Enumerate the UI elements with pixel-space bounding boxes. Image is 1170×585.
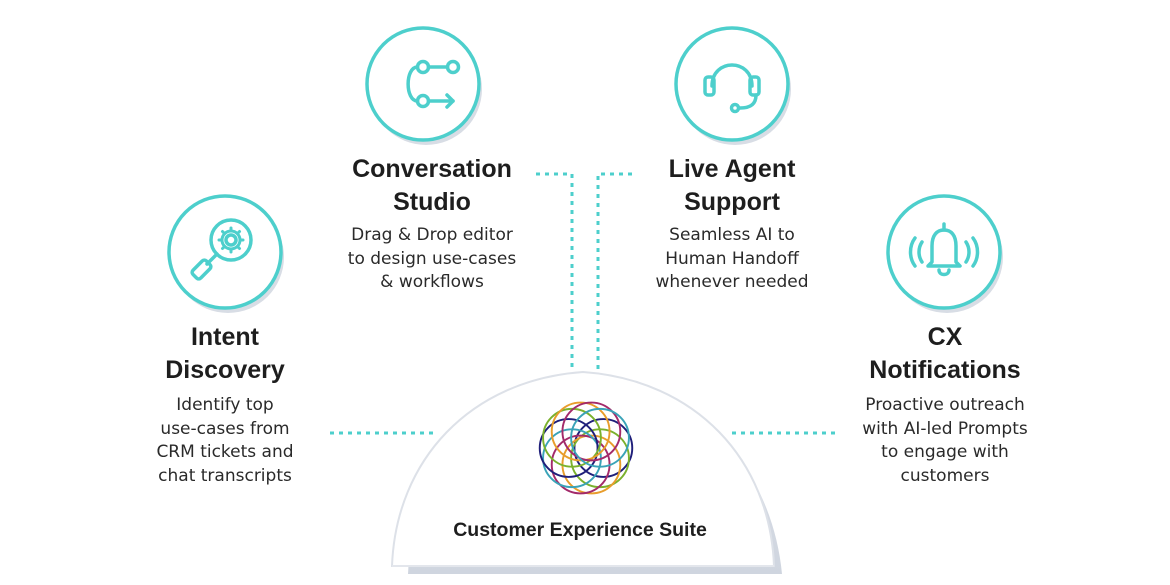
logo-ring [538,418,599,478]
intent-discovery-title-line: Discovery [165,356,285,384]
ringing-bell-icon [886,194,1003,313]
live-agent-support-title: Live Agent Support [632,153,832,219]
intent-discovery-title: Intent Discovery [125,321,325,387]
intent-discovery-icon-badge [161,190,289,318]
logo-ring [573,418,634,478]
live-agent-support-desc-line: Seamless AI to [669,225,795,245]
cx-notifications-description: Proactive outreach with AI-led Prompts t… [825,394,1065,488]
cx-notifications-desc-line: with AI-led Prompts [862,418,1028,439]
live-agent-support-desc-line: whenever needed [655,272,809,292]
suite-label: Customer Experience Suite [453,519,707,541]
live-agent-support-description: Seamless AI to Human Handoff whenever ne… [622,224,842,295]
conversation-studio-title-line: Conversation [352,155,512,183]
suite-logo [538,401,634,495]
conversation-studio-desc-line: Drag & Drop editor [351,225,513,245]
magnifier-gear-icon [167,194,284,313]
flow-connector-icon [365,26,482,145]
live-agent-support-title-line: Support [684,188,780,216]
intent-discovery-desc-line: use-cases from [160,418,290,439]
logo-ring [561,401,622,462]
cx-notifications-desc-line: to engage with [881,442,1009,462]
headset-icon [674,26,791,145]
conversation-studio-title-line: Studio [393,188,471,216]
intent-discovery-title-line: Intent [190,323,260,351]
cx-notifications-title-line: Notifications [869,356,1021,384]
live-agent-support-title-line: Live Agent [668,155,796,183]
intent-discovery-description: Identify top use-cases from CRM tickets … [115,394,335,488]
live-agent-support-icon-badge [668,22,796,150]
cx-notifications-icon-badge [880,190,1008,318]
intent-discovery-desc-line: chat transcripts [158,465,292,486]
cx-notifications-desc-line: customers [900,465,990,486]
cx-notifications-title-line: CX [927,323,963,351]
intent-discovery-desc-line: Identify top [176,395,274,415]
live-agent-support-desc-line: Human Handoff [665,248,799,269]
conversation-studio-desc-line: to design use-cases [347,248,517,269]
conversation-studio-title: Conversation Studio [332,153,532,219]
connector-conversation-studio [536,172,574,372]
cx-notifications-desc-line: Proactive outreach [865,395,1025,415]
intent-discovery-desc-line: CRM tickets and [156,442,294,462]
logo-ring [570,407,630,468]
conversation-studio-description: Drag & Drop editor to design use-cases &… [322,224,542,295]
cx-notifications-title: CX Notifications [845,321,1045,387]
conversation-studio-icon-badge [359,22,487,150]
conversation-studio-desc-line: & workflows [380,272,484,292]
connector-live-agent-support [596,172,632,372]
